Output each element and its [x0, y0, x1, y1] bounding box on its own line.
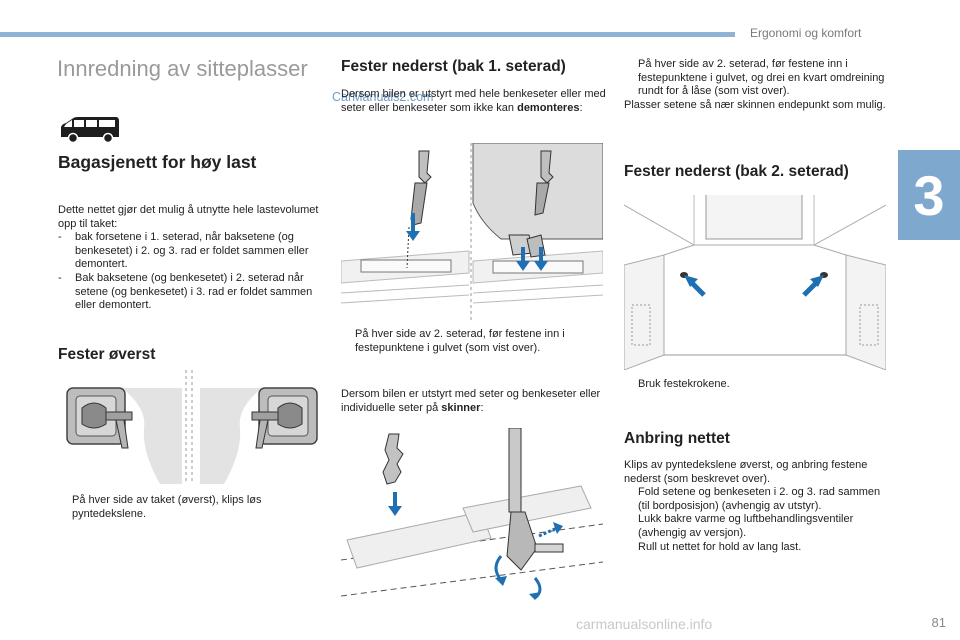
lower-fixings-row1-text: Dersom bilen er utstyrt med hele benkese…: [341, 88, 606, 114]
checkbox-bullet-icon: [624, 541, 638, 555]
list-item: Fold setene og benkeseten i 2. og 3. rad…: [624, 486, 892, 513]
header-rule: [0, 32, 735, 37]
net-intro: Dette nettet gjør det mulig å utnytte he…: [58, 204, 319, 230]
list-item: På hver side av 2. seterad, før festene …: [624, 58, 892, 99]
list-item: - Bak baksetene (og benkesetet) i 2. set…: [58, 271, 313, 312]
list-item: Lukk bakre varme og luftbehandlingsventi…: [624, 513, 892, 540]
chapter-number: 3: [913, 163, 945, 227]
checkbox-bullet-icon: [341, 328, 355, 355]
upper-fixings-illustration: [66, 370, 318, 484]
watermark-bottom: carmanualsonline.info: [576, 616, 713, 632]
page-number: 81: [931, 615, 946, 630]
upper-fixings-heading: Fester øverst: [58, 346, 156, 363]
lower-fixings-row1-instruction: På hver side av 2. seterad, før festene …: [341, 328, 606, 355]
lower-fixings-row2-instruction: Bruk festekrokene.: [624, 378, 892, 392]
checkbox-bullet-icon: [624, 378, 638, 392]
lower-fixings-row1-heading: Fester nederst (bak 1. seterad): [341, 58, 566, 75]
section-header: Ergonomi og komfort: [750, 26, 862, 40]
list-item: Rull ut nettet for hold av lang last.: [624, 541, 892, 555]
watermark-top: CarManuals2.com: [332, 90, 434, 104]
seat-position-note: Plasser setene så nær skinnen endepunkt …: [624, 98, 886, 111]
install-net-text: Klips av pyntedekslene øverst, og anbrin…: [624, 459, 892, 554]
install-intro: Klips av pyntedekslene øverst, og anbrin…: [624, 459, 868, 485]
chapter-tab: 3: [898, 150, 960, 240]
checkbox-bullet-icon: [624, 513, 638, 540]
col3-top-text: På hver side av 2. seterad, før festene …: [624, 58, 892, 112]
page-title: Innredning av sitteplasser: [57, 56, 308, 81]
checkbox-bullet-icon: [58, 494, 72, 521]
net-description: Dette nettet gjør det mulig å utnytte he…: [58, 204, 320, 313]
checkbox-bullet-icon: [624, 58, 638, 99]
install-net-heading: Anbring nettet: [624, 430, 730, 447]
rails-text: Dersom bilen er utstyrt med seter og ben…: [341, 388, 601, 414]
floor-anchor-illustration: [341, 143, 603, 321]
checkbox-bullet-icon: [624, 486, 638, 513]
net-heading: Bagasjenett for høy last: [58, 152, 257, 172]
lower-fixings-row2-heading: Fester nederst (bak 2. seterad): [624, 163, 849, 180]
rail-anchor-illustration: [341, 428, 603, 600]
list-item: - bak forsetene i 1. seterad, når bakset…: [58, 231, 309, 271]
van-icon: [61, 117, 119, 144]
rear-interior-illustration: [624, 195, 886, 370]
upper-fixings-instruction: På hver side av taket (øverst), klips lø…: [58, 494, 320, 521]
